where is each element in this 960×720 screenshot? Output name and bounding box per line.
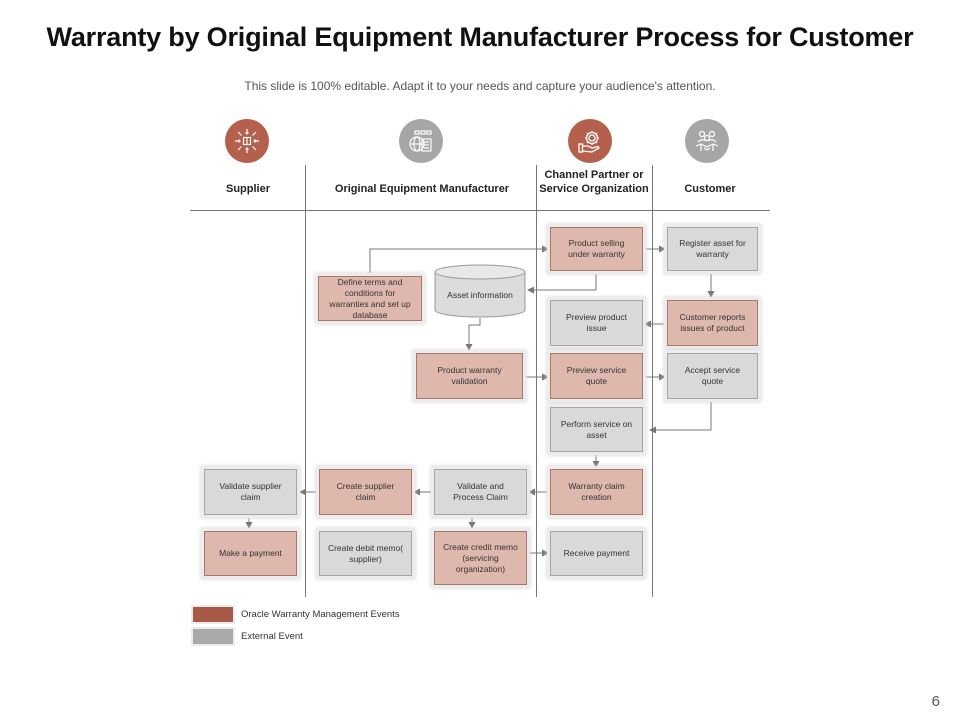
arrow-define-to-selling (369, 245, 549, 275)
lane-header-customer: Customer (684, 183, 736, 195)
lane-separator-supplier-oem (305, 165, 306, 597)
node-validate-process-claim: Validate and Process Claim (434, 469, 527, 515)
node-accept-service-quote: Accept service quote (667, 353, 758, 399)
node-validate-supplier-claim: Validate supplier claim (204, 469, 297, 515)
node-create-supplier-claim: Create supplier claim (319, 469, 412, 515)
node-customer-reports: Customer reports issues of product (667, 300, 758, 346)
node-register-asset: Register asset for warranty (667, 227, 758, 271)
page-number: 6 (931, 693, 940, 710)
asset-information-label: Asset information (447, 290, 513, 300)
legend-label-external: External Event (241, 631, 303, 642)
page-title: Warranty by Original Equipment Manufactu… (46, 22, 914, 52)
lane-header-oem: Original Equipment Manufacturer (334, 183, 510, 195)
node-preview-product-issue: Preview product issue (550, 300, 643, 346)
people-handshake-icon (685, 119, 729, 163)
gear-hand-icon (568, 119, 612, 163)
lane-separator-oem-channel (536, 165, 537, 597)
asset-information-database: Asset information (434, 264, 526, 318)
legend-swatch-oracle (193, 607, 233, 622)
lane-header-divider (190, 210, 770, 211)
node-product-warranty-validation: Product warranty validation (416, 353, 523, 399)
supplier-network-icon (225, 119, 269, 163)
arrow-asset-to-validation (465, 318, 481, 351)
node-create-debit-memo: Create debit memo( supplier) (319, 531, 412, 576)
factory-globe-icon (399, 119, 443, 163)
node-preview-service-quote: Preview service quote (550, 353, 643, 399)
node-create-credit-memo: Create credit memo (servicing organizati… (434, 531, 527, 585)
node-warranty-claim-creation: Warranty claim creation (550, 469, 643, 515)
lane-separator-channel-customer (652, 165, 653, 597)
node-define-terms: Define terms and conditions for warranti… (318, 276, 422, 321)
node-receive-payment: Receive payment (550, 531, 643, 576)
arrow-selling-to-asset (527, 271, 597, 294)
legend-swatch-external (193, 629, 233, 644)
lane-header-channel-partner: Channel Partner or Service Organization (539, 169, 649, 195)
lane-header-supplier: Supplier (225, 183, 270, 195)
node-perform-service: Perform service on asset (550, 407, 643, 452)
page-subtitle: This slide is 100% editable. Adapt it to… (244, 79, 716, 93)
legend-label-oracle: Oracle Warranty Management Events (241, 609, 400, 620)
node-product-selling: Product selling under warranty (550, 227, 643, 271)
arrow-accept-to-perform (649, 401, 712, 434)
node-make-payment: Make a payment (204, 531, 297, 576)
